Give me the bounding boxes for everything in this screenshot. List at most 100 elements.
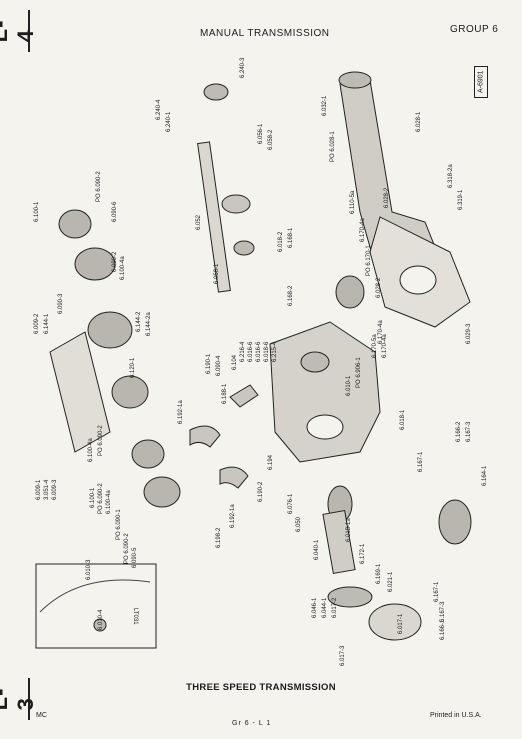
footer-left: MC: [36, 712, 47, 719]
part-label: 6.167-1: [418, 451, 424, 472]
part-label: 6.190-1: [206, 353, 212, 374]
part-label: 6.192-1a: [178, 400, 184, 424]
section-tab-top: L-4: [0, 20, 38, 43]
input-shaft: [322, 509, 422, 641]
part-label: 6.018-1a: [346, 518, 352, 542]
part-label: PO 6.090-2: [124, 533, 130, 564]
part-label: 6.110-5a: [350, 190, 356, 214]
part-label: 6.009-2: [34, 313, 40, 334]
part-label: 6.058-2: [268, 129, 274, 150]
section-rule-bottom: [28, 678, 30, 720]
transmission-case: [269, 321, 381, 463]
part-label: 6.319-1: [458, 189, 464, 210]
part-label: 6.144-2a: [146, 312, 152, 336]
part-label: PO 6.170-1: [366, 245, 372, 276]
part-label: 6.100-1: [34, 201, 40, 222]
part-label: 6.240-1: [166, 111, 172, 132]
part-label: 3.051-4: [44, 479, 50, 500]
group-label: GROUP 6: [450, 24, 499, 35]
shift-forks: [189, 384, 259, 489]
part-label: 6.172-1: [360, 543, 366, 564]
part-label: 6.170-4a: [382, 334, 388, 358]
part-label: 6.100-1: [90, 487, 96, 508]
exploded-transmission-diagram: 6.010-3 6.010-4 LT031 6.240-4 6.240-1 6.…: [34, 57, 488, 666]
part-label: 6.018-2: [278, 231, 284, 252]
part-label: 6.016-6: [256, 341, 262, 362]
part-label: 6.167-1: [434, 581, 440, 602]
part-label: 6.100-4a: [120, 256, 126, 280]
part-label: 6.190-2: [258, 481, 264, 502]
part-label: 6.194: [268, 454, 274, 470]
part-label: 6.240-3: [240, 57, 246, 78]
part-label: 6.104: [232, 354, 238, 370]
part-label: 6.028-2: [384, 187, 390, 208]
part-label: 6.166-1: [440, 619, 446, 640]
extension-housing: [338, 71, 471, 328]
part-label: 6.144-1: [44, 313, 50, 334]
part-label: 6.058-1: [214, 263, 220, 284]
part-label: 6.010-1: [346, 375, 352, 396]
cluster-gears-right: [327, 275, 472, 545]
part-label: 6.169-1: [376, 563, 382, 584]
part-labels: 6.240-4 6.240-1 6.240-3 6.056-1 6.058-2 …: [34, 57, 488, 666]
part-label: 6.090-3: [58, 293, 64, 314]
part-label: 6.240-4: [156, 99, 162, 120]
part-label: 6.028-1: [416, 111, 422, 132]
part-label: PO 6.090-1: [116, 509, 122, 540]
part-label: 6.216-4: [240, 341, 246, 362]
part-label: 6.168-1: [288, 227, 294, 248]
part-label: PO 6.028-1: [330, 131, 336, 162]
inset-label-1: 6.010-3: [86, 559, 92, 580]
part-label: 6.029-3: [466, 323, 472, 344]
part-label: 6.164-1: [482, 465, 488, 486]
part-label: 6.017-3: [340, 645, 346, 666]
part-label: 6.016-6: [248, 341, 254, 362]
part-label: 6.050: [296, 516, 302, 532]
part-label: PO 6.090-2: [98, 425, 104, 456]
part-label: 6.076-1: [288, 493, 294, 514]
part-label: 6.056-1: [258, 123, 264, 144]
section-tab-bottom: L-3: [0, 688, 38, 711]
gear-stack-left: [58, 209, 181, 508]
part-label: 6.166-2: [456, 421, 462, 442]
part-label: 6.032-1: [322, 95, 328, 116]
part-label: 6.215-4: [272, 341, 278, 362]
part-label: 6.170-5a: [372, 334, 378, 358]
part-label: 6.090-5: [132, 547, 138, 568]
part-label: 6.090-2: [112, 251, 118, 272]
part-label: 6.318-2a: [448, 164, 454, 188]
part-label: 6.046-1: [312, 597, 318, 618]
main-shaft: [197, 83, 255, 293]
footer-printed: Printed in U.S.A.: [430, 712, 482, 719]
part-label: 6.044-1: [322, 597, 328, 618]
part-label: 6.198-2: [216, 527, 222, 548]
side-cover: [49, 331, 111, 453]
part-label: 6.188-1: [222, 383, 228, 404]
diagram-caption: THREE SPEED TRANSMISSION: [186, 682, 336, 693]
part-label: 6.090-4: [216, 355, 222, 376]
part-label: 6.144-2: [136, 311, 142, 332]
part-label: 6.167-3: [440, 601, 446, 622]
part-label: 6.170-4a: [360, 218, 366, 242]
inset-label-2: 6.010-4: [98, 609, 104, 630]
part-label: 6.052: [196, 214, 202, 230]
part-label: PO 6.090-2: [96, 171, 102, 202]
part-label: PO 6.906-1: [356, 357, 362, 388]
part-label: 6.018-6: [264, 341, 270, 362]
part-label: 6.090-6: [112, 201, 118, 222]
part-label: 6.168-2: [288, 285, 294, 306]
part-label: 6.040-1: [314, 539, 320, 560]
part-label: 6.028-2: [376, 277, 382, 298]
part-label: 6.120-1: [130, 357, 136, 378]
section-rule-top: [28, 10, 30, 52]
part-label: 6.009-3: [52, 479, 58, 500]
part-label: 6.018-1: [400, 409, 406, 430]
part-label: 6.017-1: [398, 613, 404, 634]
inset-detail: 6.010-3 6.010-4 LT031: [35, 559, 157, 649]
page-title: MANUAL TRANSMISSION: [200, 28, 330, 39]
part-label: 6.100-4a: [106, 490, 112, 514]
part-label: 6.021-1: [388, 571, 394, 592]
part-label: PO 6.090-2: [98, 483, 104, 514]
inset-stamp: LT031: [132, 608, 138, 625]
